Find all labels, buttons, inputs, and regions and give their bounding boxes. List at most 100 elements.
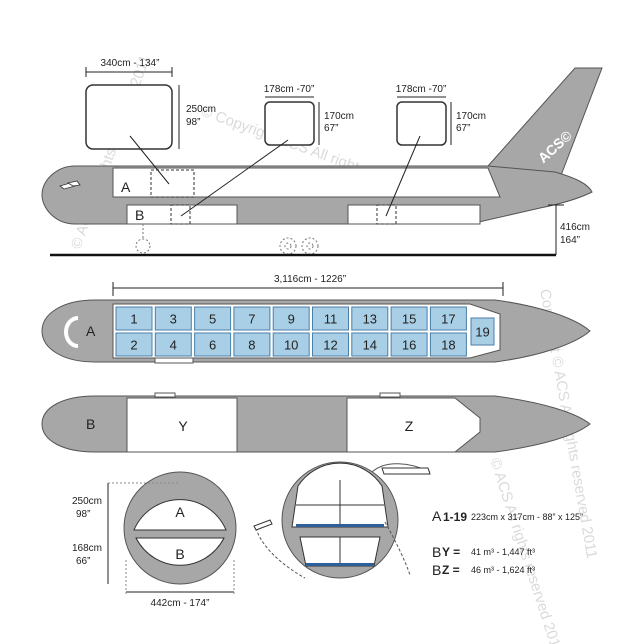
pallet-position-label: 10	[284, 338, 298, 353]
pallet-position-label: 12	[323, 338, 337, 353]
pallet-position-12	[312, 332, 349, 357]
pallet-position-10	[272, 332, 310, 357]
pallet-position-6	[194, 332, 232, 357]
pallet-position-label: 1	[130, 312, 137, 327]
door-fwd-height-cm: 170cm	[324, 111, 354, 122]
section-lower-height-in: 66”	[76, 556, 90, 567]
fwd-door-marker	[170, 204, 191, 225]
section-lower-hold	[135, 537, 225, 566]
lower-hold-z	[346, 397, 481, 453]
pallet-position-13	[351, 306, 389, 331]
section-width: 442cm - 174”	[151, 598, 210, 609]
section-upper-height-in: 98”	[76, 509, 90, 520]
lower-deck-label: B	[86, 416, 95, 432]
lower-hold-y	[126, 397, 238, 453]
door-fwd-outline	[264, 101, 315, 146]
section-upper-height-cm: 250cm	[72, 496, 102, 507]
pallet-position-3	[154, 306, 192, 331]
door-fwd-lower: 178cm -70” 170cm 67”	[264, 84, 354, 146]
pallet-position-11	[312, 306, 349, 331]
hold-y-label: Y	[178, 418, 188, 434]
section-upper-hold	[133, 499, 227, 531]
lower-deck-plan: Y Z B	[41, 392, 591, 453]
door-aft-outline	[396, 101, 447, 146]
door-main: 340cm - 134” 250cm 98”	[85, 58, 216, 150]
pallet-position-label: 2	[130, 338, 137, 353]
fwd-door-indicator	[154, 392, 176, 398]
pallet-position-label: 5	[209, 312, 216, 327]
pallet-position-19	[470, 317, 495, 346]
legend-y-key: Y =	[442, 545, 460, 559]
door-main-outline	[85, 84, 173, 150]
main-deck-length: 3,116cm - 1226”	[274, 274, 346, 285]
arrow-aft-door	[385, 135, 421, 217]
pallet-position-label: 9	[288, 312, 295, 327]
pallet-position-label: 6	[209, 338, 216, 353]
section-upper-label: A	[175, 504, 185, 520]
pallet-position-4	[154, 332, 192, 357]
door-fwd-width: 178cm -70”	[264, 84, 315, 95]
legend-a-range: 1-19	[443, 510, 467, 524]
legend-z-value: 46 m³ - 1,624 ft³	[471, 565, 535, 575]
pallet-position-17	[429, 306, 467, 331]
pallet-position-label: 7	[248, 312, 255, 327]
pallet-position-label: 17	[441, 312, 455, 327]
aft-door-marker	[376, 204, 397, 225]
arrow-fwd-door	[180, 139, 289, 217]
upper-hold	[112, 167, 501, 198]
door-main-width: 340cm - 134”	[101, 58, 160, 69]
pallet-position-label: 14	[363, 338, 377, 353]
pallet-position-label: 19	[475, 325, 489, 340]
pallet-position-16	[390, 332, 428, 357]
pallet-base-upper	[296, 524, 384, 527]
section-lower-label: B	[175, 546, 184, 562]
main-door-marker	[150, 169, 195, 198]
nose-gear-icon	[135, 224, 151, 254]
pallet-position-5	[194, 306, 232, 331]
side-hold-b-label: B	[135, 207, 144, 223]
door-swing-arc-right	[384, 521, 411, 576]
nose-cone-icon	[64, 316, 79, 348]
main-deck-label: A	[86, 323, 96, 339]
fuselage-lower-top	[41, 395, 591, 453]
legend-a-letter: A	[432, 508, 442, 524]
pallet-position-2	[115, 332, 153, 357]
pallet-position-14	[351, 332, 389, 357]
pallet-position-label: 3	[170, 312, 177, 327]
pallet-position-label: 4	[170, 338, 177, 353]
aft-door-indicator	[379, 392, 401, 398]
door-main-height-in: 98”	[186, 117, 200, 128]
arrow-main-door	[129, 135, 170, 185]
door-aft-height-in: 67”	[456, 123, 470, 134]
cross-section-loaded	[253, 461, 431, 579]
legend-z-letter: B	[432, 562, 441, 578]
legend-y-letter: B	[432, 544, 441, 560]
pallet-position-8	[233, 332, 271, 357]
open-door-panel	[253, 519, 273, 531]
capacity-legend: A 1-19 223cm x 317cm - 88” x 125” B Y = …	[432, 508, 583, 578]
pallet-position-label: 15	[402, 312, 416, 327]
door-fwd-height-in: 67”	[324, 123, 338, 134]
door-aft-lower: 178cm -70” 170cm 67”	[396, 84, 486, 146]
main-gear-icon	[279, 237, 319, 255]
hold-z-label: Z	[405, 418, 414, 434]
legend-a-dims: 223cm x 317cm - 88” x 125”	[471, 512, 583, 522]
pallet-position-18	[429, 332, 467, 357]
pallet-position-label: 18	[441, 338, 455, 353]
pallet-position-9	[272, 306, 310, 331]
door-aft-width: 178cm -70”	[396, 84, 447, 95]
door-aft-height-cm: 170cm	[456, 111, 486, 122]
lower-hold-aft	[347, 204, 481, 225]
upper-door-panel	[381, 467, 431, 475]
section-lower-height-cm: 168cm	[72, 543, 102, 554]
pallet-position-label: 8	[248, 338, 255, 353]
pallet-position-15	[390, 306, 428, 331]
aircraft-height-cm: 416cm	[560, 222, 590, 233]
side-view: A B ACS© 416cm 164”	[41, 67, 603, 257]
side-hold-a-label: A	[121, 179, 131, 195]
main-door-indicator	[154, 357, 194, 364]
pallet-position-7	[233, 306, 271, 331]
